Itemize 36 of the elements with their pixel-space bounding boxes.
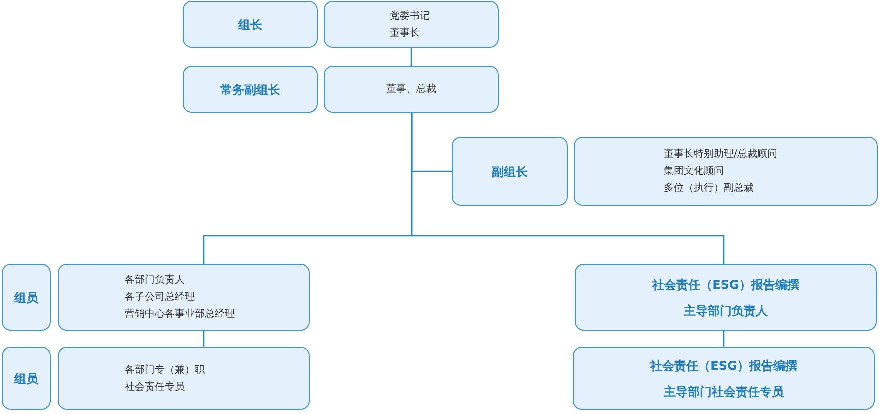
connector-line — [203, 331, 205, 347]
member-box — [324, 1, 499, 48]
role-title: 组员 — [14, 290, 38, 306]
member-text: 各部门专（兼）职 — [125, 364, 206, 378]
role-title: 主导部门社会责任专员 — [664, 384, 784, 400]
member-text: 多位（执行）副总裁 — [664, 182, 755, 196]
connector-line — [723, 331, 725, 347]
member-text: 社会责任专员 — [125, 380, 186, 394]
role-title: 副组长 — [492, 164, 528, 180]
member-box — [574, 137, 878, 206]
role-title: 常务副组长 — [220, 82, 280, 98]
member-box — [58, 347, 310, 410]
role-title: 社会责任（ESG）报告编撰 — [652, 276, 800, 294]
connector-line — [411, 113, 725, 264]
role-box — [183, 1, 318, 48]
member-text: 集团文化顾问 — [664, 164, 725, 179]
role-title: 组长 — [238, 16, 262, 34]
member-text: 党委书记 — [390, 10, 431, 24]
member-text: 董事长特别助理/总裁顾问 — [664, 148, 778, 162]
role-box — [2, 347, 51, 410]
member-text: 营销中心各事业部总经理 — [125, 308, 236, 322]
role-box — [575, 264, 877, 331]
role-title: 组员 — [14, 370, 38, 388]
role-box — [2, 264, 51, 331]
role-box — [452, 137, 568, 206]
member-box — [324, 66, 499, 113]
role-box — [573, 347, 875, 410]
member-text: 各部门负责人 — [125, 274, 186, 288]
role-box — [183, 66, 318, 113]
member-text: 董事长 — [390, 26, 421, 40]
member-box — [58, 264, 310, 331]
member-text: 董事、总裁 — [386, 82, 436, 97]
member-text: 各子公司总经理 — [125, 290, 196, 305]
role-title: 社会责任（ESG）报告编撰 — [650, 358, 798, 374]
role-title: 主导部门负责人 — [684, 302, 768, 320]
connector-line — [410, 48, 412, 66]
